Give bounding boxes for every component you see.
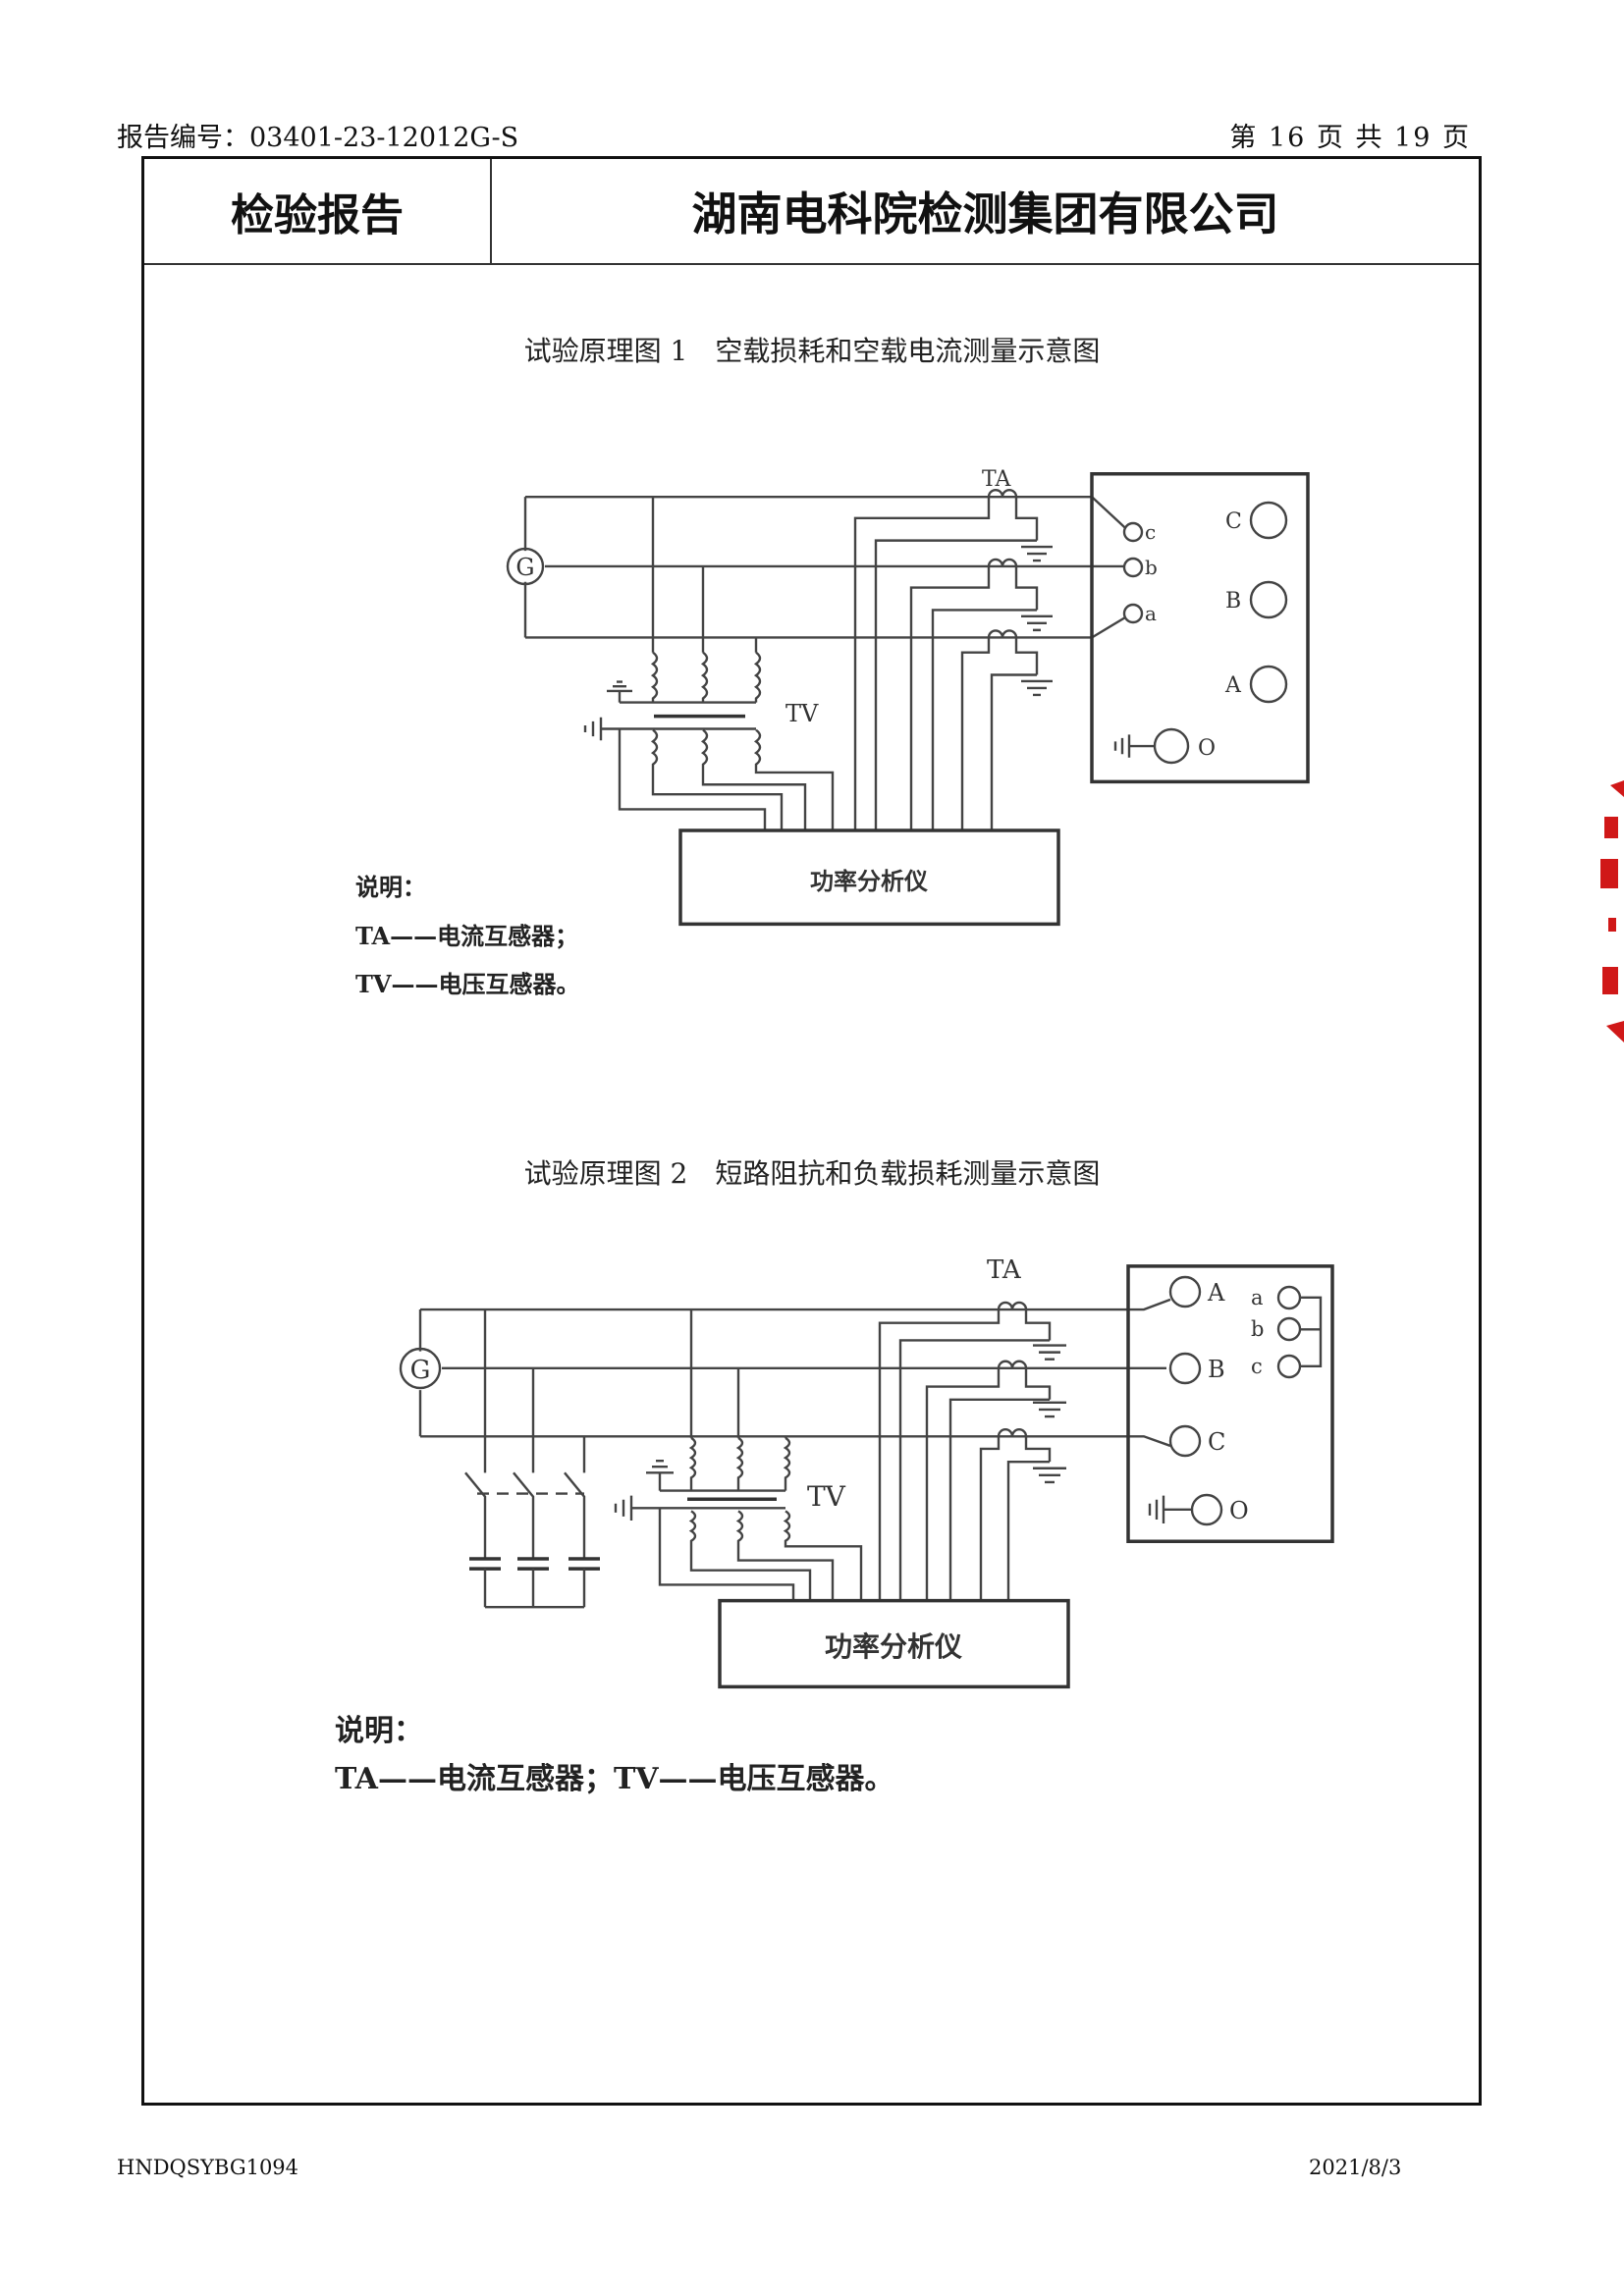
ta-label: TA [987, 1255, 1022, 1285]
document-type: 检验报告 [144, 159, 492, 263]
report-number: 报告编号：03401-23-12012G-S [117, 123, 519, 153]
ground-icon [646, 1461, 785, 1490]
terminal-c-label: c [1251, 1355, 1263, 1378]
figure2-note-text: TA——电流互感器；TV——电压互感器。 [335, 1762, 894, 1796]
generator-label: G [410, 1356, 431, 1385]
tv-label: TV [807, 1480, 846, 1513]
power-analyzer-box [720, 1601, 1068, 1687]
report-frame: 检验报告 湖南电科院检测集团有限公司 [141, 156, 1482, 2106]
power-analyzer-label: 功率分析仪 [825, 1630, 963, 1663]
terminal-A-label: A [1207, 1279, 1225, 1307]
generator-label: G [515, 554, 534, 581]
transformer-box [1128, 1266, 1332, 1541]
terminal-C-label: C [1225, 509, 1242, 534]
terminal-leads [1092, 497, 1125, 637]
generator-icon [399, 1347, 442, 1390]
phase-lines [420, 1309, 1166, 1436]
form-code: HNDQSYBG1094 [117, 2156, 299, 2179]
tv-primary-coils [691, 1438, 789, 1491]
capacitor-bank [465, 1309, 600, 1607]
figure1-note-tv: TV——电压互感器。 [355, 970, 580, 998]
terminal-leads [1128, 1300, 1170, 1446]
footer-date: 2021/8/3 [1309, 2156, 1402, 2179]
ground-icon [607, 682, 756, 703]
current-transformers [855, 490, 1053, 830]
ta-label: TA [982, 467, 1011, 492]
figure1-note-ta: TA——电流互感器； [355, 922, 579, 950]
terminal-b-label: b [1251, 1317, 1264, 1341]
tv-secondary-coils [620, 729, 833, 831]
ground-icon [616, 1496, 785, 1521]
terminal-b-label: b [1145, 556, 1158, 579]
power-analyzer-box [680, 830, 1058, 924]
ground-icon [585, 718, 756, 740]
terminal-O-label: O [1229, 1497, 1249, 1524]
ground-icon [1150, 1496, 1191, 1523]
terminal-a-label: a [1251, 1286, 1264, 1309]
ground-icon [1115, 734, 1154, 757]
figure2-notes-heading: 说明： [335, 1714, 423, 1748]
power-analyzer-label: 功率分析仪 [810, 867, 929, 895]
terminal-B-label: B [1225, 589, 1241, 614]
seal-fragment [1600, 780, 1624, 1042]
figure2-diagram: G TV TA A B C a b c O 功率分析仪 [399, 1255, 1332, 1687]
company-name: 湖南电科院检测集团有限公司 [691, 187, 1279, 240]
terminal-B-label: B [1208, 1356, 1225, 1383]
page-indicator: 第 16 页 共 19 页 [1229, 123, 1471, 153]
title-row: 检验报告 湖南电科院检测集团有限公司 [144, 159, 1479, 265]
terminal-O-label: O [1198, 736, 1216, 761]
tv-label: TV [785, 700, 819, 727]
terminal-a-label: a [1145, 602, 1157, 625]
figure1-notes-heading: 说明： [355, 873, 426, 901]
terminal-c-label: c [1145, 520, 1156, 544]
transformer-box [1092, 474, 1308, 782]
tv-primary-coils [653, 653, 760, 703]
terminal-C-label: C [1208, 1428, 1225, 1456]
figure1-title: 试验原理图 1 空载损耗和空载电流测量示意图 [523, 335, 1101, 367]
short-circuit-link [1301, 1298, 1321, 1366]
phase-lines [525, 497, 1123, 637]
generator-icon [506, 547, 545, 586]
terminal-A-label: A [1224, 673, 1242, 698]
tv-secondary-coils [660, 1508, 861, 1600]
figure2-title: 试验原理图 2 短路阻抗和负载损耗测量示意图 [523, 1157, 1101, 1190]
figure1-diagram: G TV TA c b a C B A O 功率分析仪 [506, 467, 1308, 924]
current-transformers [880, 1303, 1066, 1601]
